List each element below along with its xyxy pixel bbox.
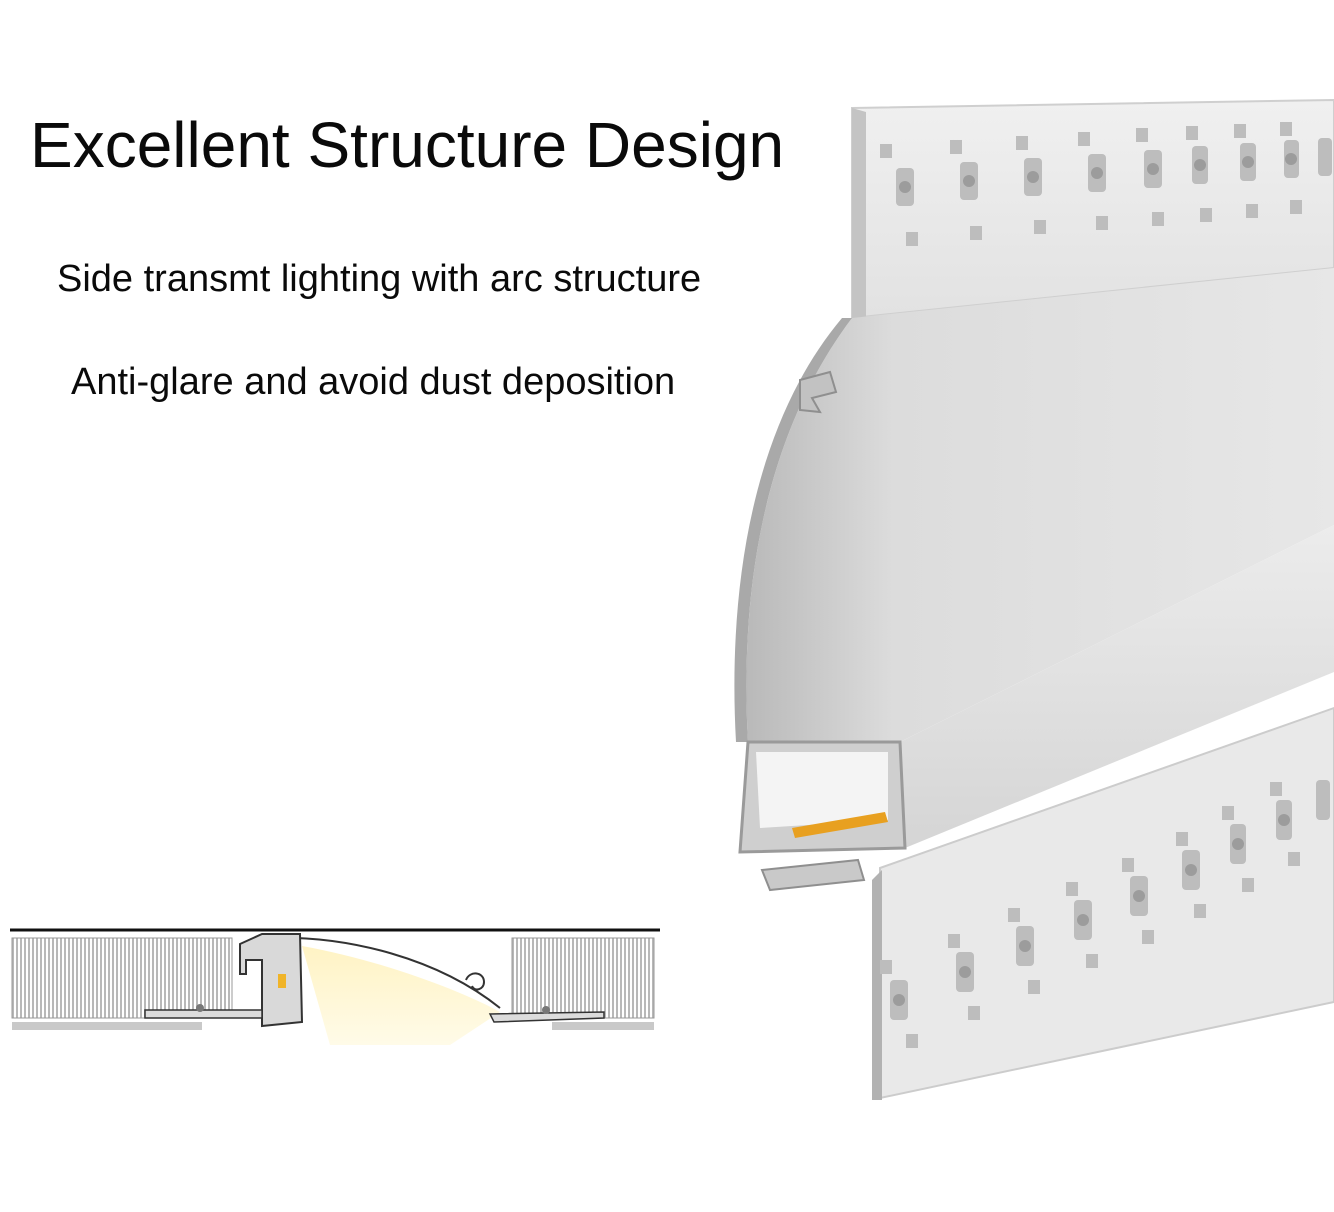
arc-reflector [746, 268, 1334, 742]
right-wall-hatch [511, 937, 655, 1019]
lower-clip [760, 858, 866, 892]
led-chip [278, 974, 286, 988]
arc-edge [734, 318, 852, 742]
profile-flange [144, 1009, 263, 1019]
feature-side-lighting: Side transmt lighting with arc structure [57, 258, 702, 300]
page-title: Excellent Structure Design [30, 109, 785, 181]
top-perforations [880, 122, 1332, 246]
left-wall-hatch [11, 937, 233, 1019]
screw-left [196, 1004, 204, 1012]
cross-section-drawing [10, 928, 660, 1045]
feature-anti-glare: Anti-glare and avoid dust deposition [71, 361, 676, 403]
arc-hook [465, 972, 486, 991]
light-beam [302, 946, 500, 1045]
right-flange [488, 1011, 605, 1023]
right-board [552, 1022, 654, 1030]
lower-flange-edge [872, 870, 882, 1100]
diffuser-inner [756, 752, 888, 828]
top-flange-edge [852, 108, 866, 318]
left-board [12, 1022, 202, 1030]
profile-body [239, 933, 304, 1028]
screw-right [542, 1006, 550, 1014]
arc-clip [799, 370, 838, 414]
lower-perforations [880, 780, 1330, 1048]
led-channel-front [900, 525, 1334, 848]
led-strip [792, 812, 888, 838]
